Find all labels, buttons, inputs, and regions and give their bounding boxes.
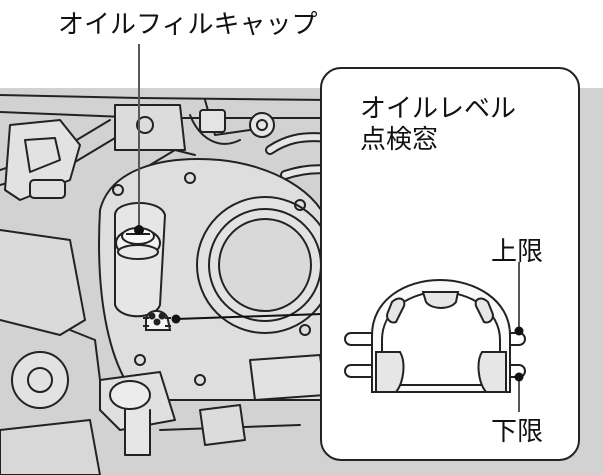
oil-level-window-leader xyxy=(171,313,323,324)
oil-level-window-small xyxy=(143,310,172,331)
oil-level-window-label-line1: オイルレベル xyxy=(360,94,516,124)
oil-level-window-label-line2: 点検窓 xyxy=(360,125,438,155)
upper-limit-marker xyxy=(514,262,524,336)
oil-level-window-magnified xyxy=(344,278,526,393)
lower-limit-marker xyxy=(514,372,524,412)
upper-limit-label: 上限 xyxy=(491,237,543,267)
oil-fill-cap-label: オイルフィルキャップ xyxy=(58,10,317,40)
oil-fill-cap xyxy=(115,227,161,260)
oil-fill-cap-leader xyxy=(134,44,144,235)
lower-limit-label: 下限 xyxy=(491,417,543,447)
